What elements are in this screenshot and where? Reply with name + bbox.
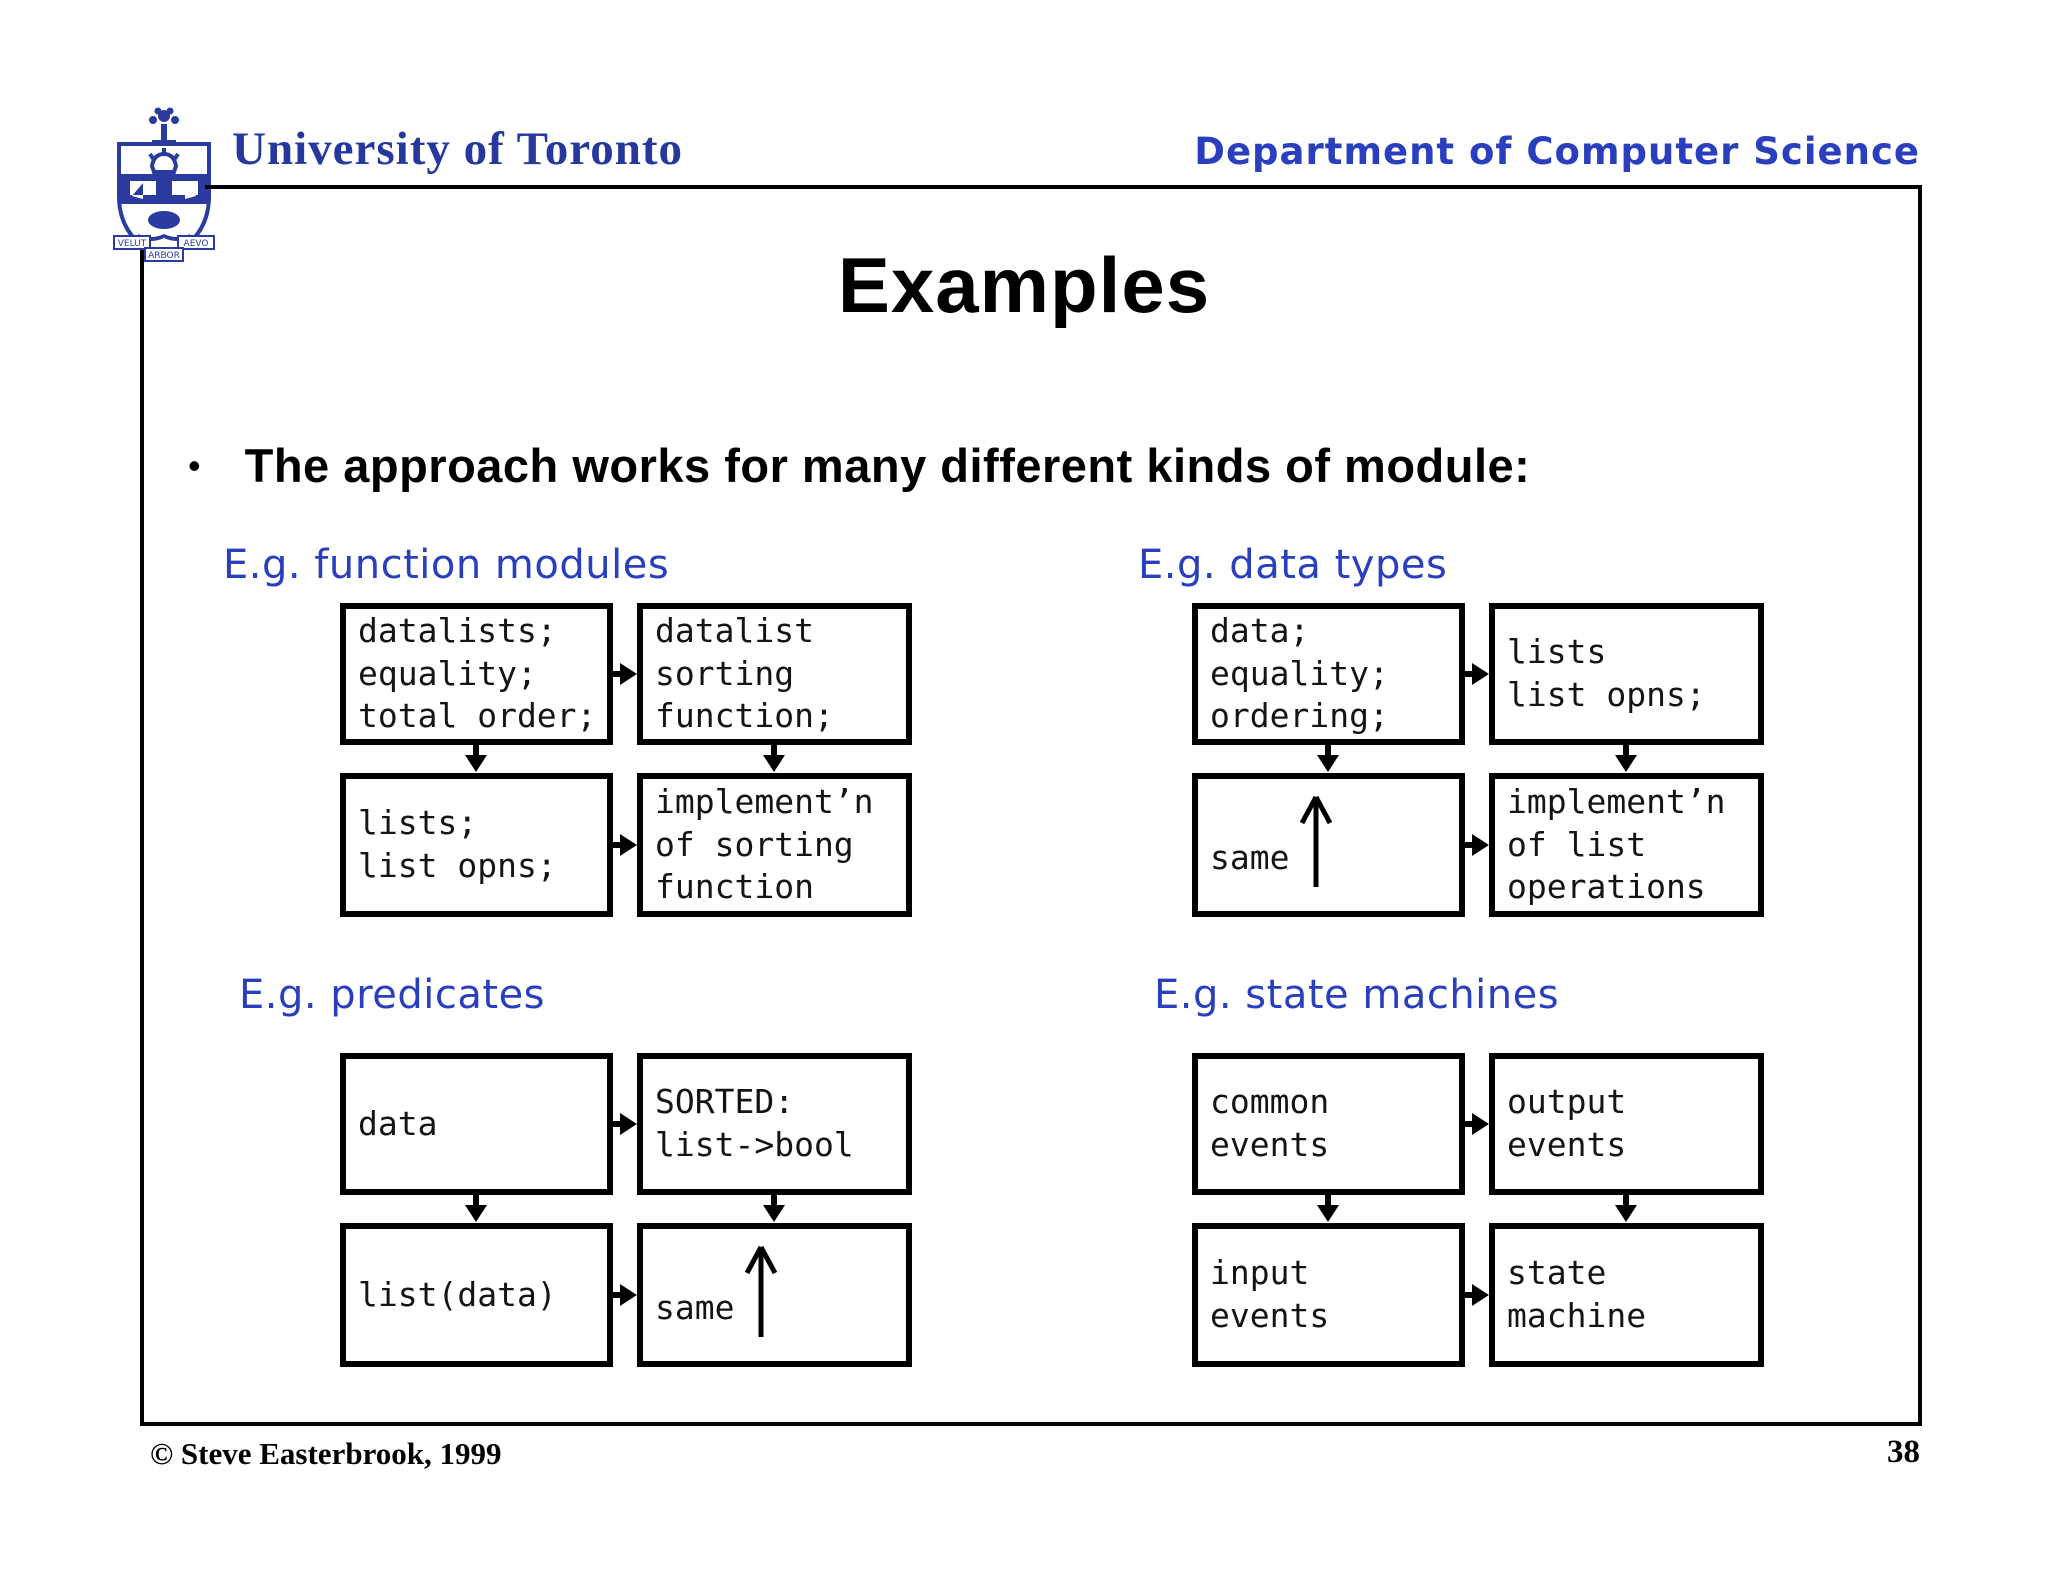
- arrow-right-icon: [1472, 1284, 1489, 1306]
- arrow-down-icon: [473, 1191, 479, 1207]
- bullet-icon: •: [188, 444, 201, 486]
- page-title: Examples: [837, 241, 1211, 329]
- arrow-down-icon: [1325, 741, 1331, 757]
- arrow-right-icon: [608, 842, 622, 848]
- box-text: datalists; equality; total order;: [358, 610, 597, 736]
- diagram-box: lists list opns;: [1489, 603, 1764, 745]
- box-text: output events: [1507, 1082, 1627, 1164]
- arrow-right-icon: [620, 1284, 637, 1306]
- box-text: implement’n of sorting function: [655, 781, 874, 907]
- label-function-modules: E.g. function modules: [223, 542, 670, 588]
- frame-bottom-line: [140, 1422, 1922, 1426]
- diagram-box: data; equality; ordering;: [1192, 603, 1465, 745]
- box-text: datalist sorting function;: [655, 610, 834, 736]
- arrow-down-icon: [763, 755, 785, 772]
- arrow-down-icon: [1615, 1205, 1637, 1222]
- frame-right-line: [1918, 185, 1922, 1426]
- arrow-down-icon: [1615, 755, 1637, 772]
- arrow-down-icon: [771, 1191, 777, 1207]
- arrow-right-icon: [620, 1113, 637, 1135]
- box-text: data; equality; ordering;: [1210, 610, 1389, 736]
- diagram-box: input events: [1192, 1223, 1465, 1367]
- label-predicates: E.g. predicates: [239, 972, 546, 1018]
- box-text: input events: [1210, 1253, 1330, 1335]
- label-state-machines: E.g. state machines: [1154, 972, 1560, 1018]
- up-arrow-icon: [744, 1245, 778, 1337]
- arrow-down-icon: [1317, 755, 1339, 772]
- arrow-right-icon: [1460, 842, 1474, 848]
- diagram-box: list(data): [340, 1223, 613, 1367]
- arrow-right-icon: [1472, 834, 1489, 856]
- arrow-right-icon: [608, 671, 622, 677]
- diagram-box: SORTED: list->bool: [637, 1053, 912, 1195]
- crest-motto-center: ARBOR: [148, 251, 180, 261]
- arrow-right-icon: [620, 834, 637, 856]
- diagram-box: data: [340, 1053, 613, 1195]
- arrow-down-icon: [1317, 1205, 1339, 1222]
- diagram-box: output events: [1489, 1053, 1764, 1195]
- arrow-right-icon: [608, 1121, 622, 1127]
- arrow-down-icon: [1623, 1191, 1629, 1207]
- diagram-predicates: data SORTED: list->bool list(data) same: [340, 1053, 915, 1369]
- arrow-down-icon: [763, 1205, 785, 1222]
- box-text: data: [358, 1103, 438, 1143]
- copyright-notice: © Steve Easterbrook, 1999: [150, 1436, 502, 1471]
- box-text: same: [1210, 837, 1290, 877]
- diagram-state-machines: common events output events input events…: [1192, 1053, 1767, 1369]
- diagram-box: common events: [1192, 1053, 1465, 1195]
- arrow-down-icon: [473, 741, 479, 757]
- diagram-box: state machine: [1489, 1223, 1764, 1367]
- uoft-crest-logo: VELUT AEVO ARBOR: [113, 107, 215, 262]
- crest-motto-left: VELUT: [118, 239, 147, 249]
- diagram-box: datalists; equality; total order;: [340, 603, 613, 745]
- diagram-box: implement’n of list operations: [1489, 773, 1764, 917]
- label-data-types: E.g. data types: [1138, 542, 1448, 588]
- arrow-right-icon: [1460, 1121, 1474, 1127]
- box-text: common events: [1210, 1082, 1330, 1164]
- up-arrow-icon: [1299, 795, 1333, 887]
- bullet-row: • The approach works for many different …: [188, 438, 1530, 493]
- box-text: implement’n of list operations: [1507, 781, 1726, 907]
- box-text: SORTED: list->bool: [655, 1082, 854, 1164]
- arrow-down-icon: [1325, 1191, 1331, 1207]
- arrow-right-icon: [1472, 1113, 1489, 1135]
- diagram-box: datalist sorting function;: [637, 603, 912, 745]
- diagram-box: implement’n of sorting function: [637, 773, 912, 917]
- arrow-down-icon: [1623, 741, 1629, 757]
- box-text: lists list opns;: [1507, 632, 1706, 714]
- diagram-function-modules: datalists; equality; total order; datali…: [340, 603, 915, 919]
- arrow-down-icon: [465, 755, 487, 772]
- arrow-right-icon: [620, 663, 637, 685]
- department-name: Department of Computer Science: [1194, 130, 1920, 173]
- arrow-right-icon: [1472, 663, 1489, 685]
- frame-top-line: [205, 185, 1922, 189]
- box-text: state machine: [1507, 1253, 1647, 1335]
- box-text: list(data): [358, 1274, 557, 1314]
- diagram-data-types: data; equality; ordering; lists list opn…: [1192, 603, 1767, 919]
- frame-left-line: [140, 250, 144, 1426]
- arrow-right-icon: [1460, 1292, 1474, 1298]
- arrow-right-icon: [608, 1292, 622, 1298]
- bullet-text: The approach works for many different ki…: [244, 439, 1531, 492]
- university-name: University of Toronto: [232, 123, 683, 175]
- diagram-box: same: [1192, 773, 1465, 917]
- box-text: lists; list opns;: [358, 803, 557, 885]
- page-number: 38: [1887, 1434, 1920, 1470]
- diagram-box: lists; list opns;: [340, 773, 613, 917]
- arrow-down-icon: [771, 741, 777, 757]
- box-text: same: [655, 1287, 735, 1327]
- diagram-box: same: [637, 1223, 912, 1367]
- crest-motto-right: AEVO: [184, 239, 209, 249]
- arrow-right-icon: [1460, 671, 1474, 677]
- arrow-down-icon: [465, 1205, 487, 1222]
